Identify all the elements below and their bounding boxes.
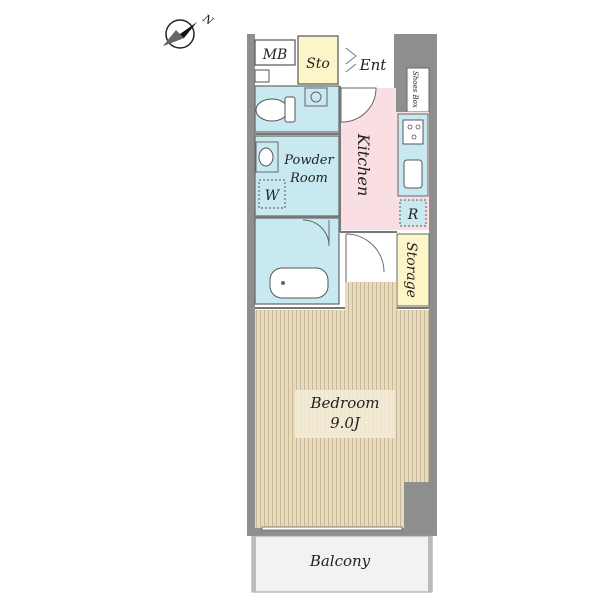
washer-space <box>258 179 286 209</box>
balcony-window <box>261 526 403 531</box>
balcony: Balcony <box>251 535 433 593</box>
south-wall <box>247 528 437 536</box>
east-wall <box>429 34 437 536</box>
compass: N <box>163 11 216 49</box>
bathtub-icon <box>269 267 329 299</box>
room-label-balcony: Balcony <box>309 552 371 570</box>
room-label-bedroom-size: 9.0J <box>330 414 361 432</box>
toilet-room <box>254 85 340 133</box>
room-label-room: Room <box>289 171 328 186</box>
west-wall <box>247 34 255 536</box>
storage-small: Sto <box>297 35 339 85</box>
powder-room: W Powder Room <box>254 135 340 217</box>
shoes-box: Shoes Box <box>406 67 430 113</box>
column-se <box>404 482 437 536</box>
room-label-storage: Storage <box>403 242 419 298</box>
compass-label: N <box>199 11 215 28</box>
stove-icon <box>402 119 424 145</box>
washer-label: W <box>265 188 281 204</box>
hall <box>341 232 397 282</box>
room-label-sto: Sto <box>306 56 330 72</box>
kitchen-sink-icon <box>403 159 423 189</box>
bathroom <box>254 217 340 305</box>
toilet-icon <box>255 98 289 122</box>
room-label-ent: Ent <box>359 56 388 74</box>
bedroom-door-swing <box>345 233 385 273</box>
room-label-powder: Powder <box>283 153 334 168</box>
bedroom: Bedroom 9.0J <box>255 282 429 528</box>
room-label-shoes-box: Shoes Box <box>411 71 419 108</box>
room-label-mb: MB <box>262 47 288 63</box>
kitchen: Kitchen R <box>340 87 429 230</box>
storage: Storage <box>396 233 430 307</box>
refrigerator-space <box>399 199 427 227</box>
refrigerator-label: R <box>407 207 419 223</box>
entrance: Ent <box>340 40 394 86</box>
washbasin-icon <box>258 147 274 167</box>
entry-door-swing <box>340 87 377 123</box>
meter-box: MB <box>254 39 296 83</box>
compass-ring <box>165 19 195 49</box>
room-label-bedroom: Bedroom <box>310 394 380 412</box>
hand-sink-icon <box>310 91 322 103</box>
room-label-kitchen: Kitchen <box>354 133 373 197</box>
partition-walls <box>255 86 429 309</box>
